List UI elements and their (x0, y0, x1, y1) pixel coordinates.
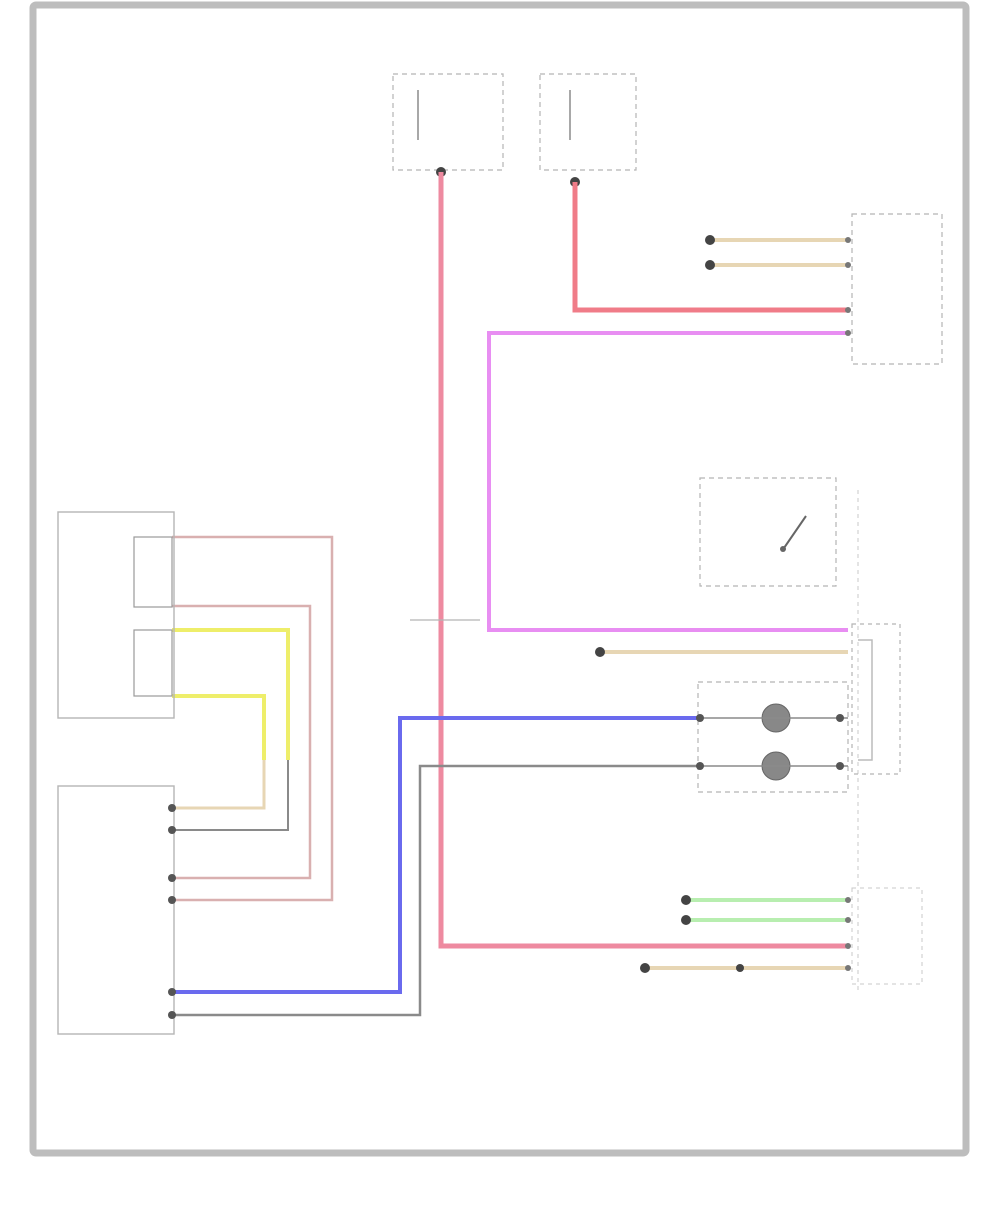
connector-top-right-pins (845, 237, 851, 336)
wire-violet (487, 331, 848, 632)
left-upper-module (57, 511, 175, 719)
wire-rose-1 (172, 535, 334, 902)
switch-symbol (783, 515, 807, 549)
bottom-right-connector (851, 887, 923, 985)
wire-gray-2 (172, 760, 289, 831)
steering-switch-box (699, 477, 837, 587)
left-lower-inner-box (133, 629, 173, 697)
wire-yellow-2 (172, 694, 266, 760)
wire-rose-2 (172, 604, 312, 880)
wire-yellow-3 (172, 760, 266, 810)
left-upper-inner-box (133, 536, 173, 608)
heater-module-box (697, 681, 849, 793)
wire-yellow-1 (172, 628, 290, 760)
fuse-box-right (539, 73, 637, 187)
left-lower-control-module (57, 785, 175, 1035)
wire-pink-main (438, 172, 848, 949)
left-lower-pins (168, 804, 176, 1019)
connector-top-right (851, 213, 943, 365)
wire-gray (172, 764, 700, 1017)
fuse-box-left (392, 73, 504, 177)
wire-blue (172, 716, 700, 994)
heater-connector (851, 623, 901, 775)
wire-red-fuse (572, 182, 848, 313)
diagram-frame (29, 1, 970, 1157)
